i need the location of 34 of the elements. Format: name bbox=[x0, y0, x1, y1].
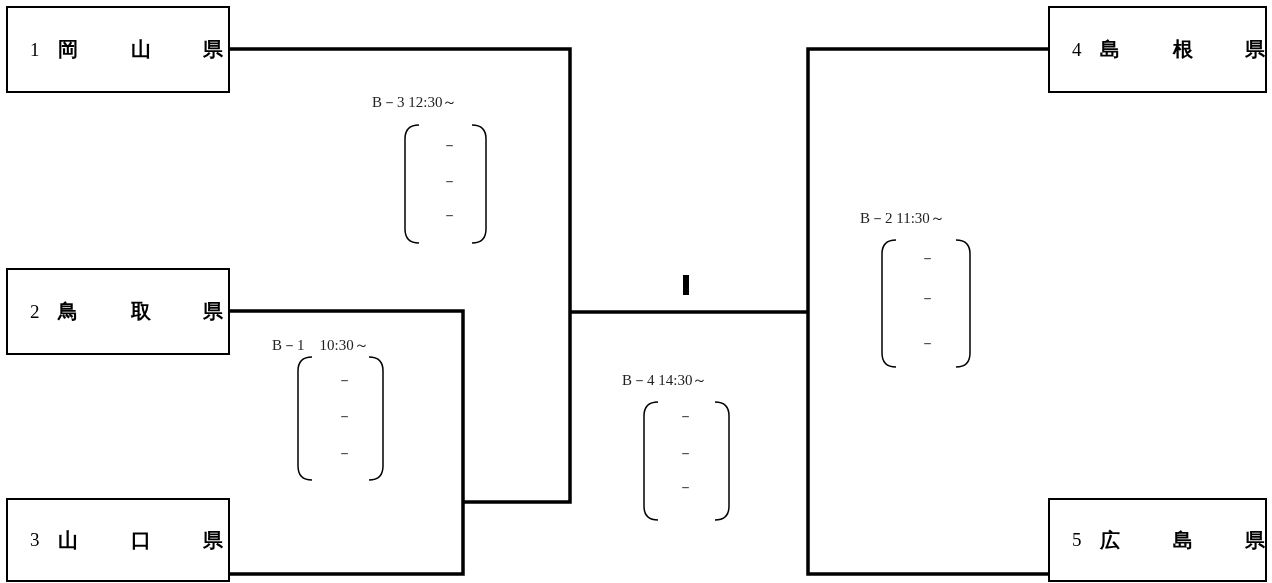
score-dash: － bbox=[442, 138, 457, 153]
team-box bbox=[1048, 498, 1267, 582]
score-dash: － bbox=[920, 291, 935, 306]
score-dash: － bbox=[337, 409, 352, 424]
bracket-line bbox=[230, 309, 465, 576]
seed-number: 5 bbox=[1072, 529, 1083, 551]
match-label: B－2 11:30～ bbox=[860, 211, 945, 226]
score-dash: － bbox=[678, 409, 693, 424]
seed-number: 1 bbox=[30, 38, 41, 61]
seed-number: 3 bbox=[30, 529, 41, 551]
score-dash: － bbox=[678, 446, 693, 461]
bracket-line bbox=[230, 47, 572, 504]
team-box bbox=[1048, 6, 1267, 93]
score-dash: － bbox=[920, 336, 935, 351]
team-name: 岡山県 bbox=[58, 36, 223, 63]
team-name: 広島県 bbox=[1100, 526, 1265, 554]
bracket-line bbox=[806, 47, 1048, 576]
score-dash: － bbox=[442, 208, 457, 223]
team-name: 山口県 bbox=[58, 526, 223, 554]
score-dash: － bbox=[337, 373, 352, 388]
score-dash: － bbox=[442, 174, 457, 189]
seed-number: 4 bbox=[1072, 38, 1083, 61]
seed-number: 2 bbox=[30, 300, 41, 323]
team-box bbox=[6, 268, 230, 355]
score-dash: － bbox=[337, 446, 352, 461]
team-box bbox=[6, 6, 230, 93]
score-dash: － bbox=[678, 480, 693, 495]
match-label: B－1 10:30～ bbox=[272, 338, 369, 353]
team-name: 島根県 bbox=[1100, 36, 1265, 63]
score-dash: － bbox=[920, 251, 935, 266]
match-label: B－4 14:30～ bbox=[622, 373, 708, 388]
team-name: 鳥取県 bbox=[58, 298, 223, 325]
team-box bbox=[6, 498, 230, 582]
match-label: B－3 12:30～ bbox=[372, 95, 458, 110]
